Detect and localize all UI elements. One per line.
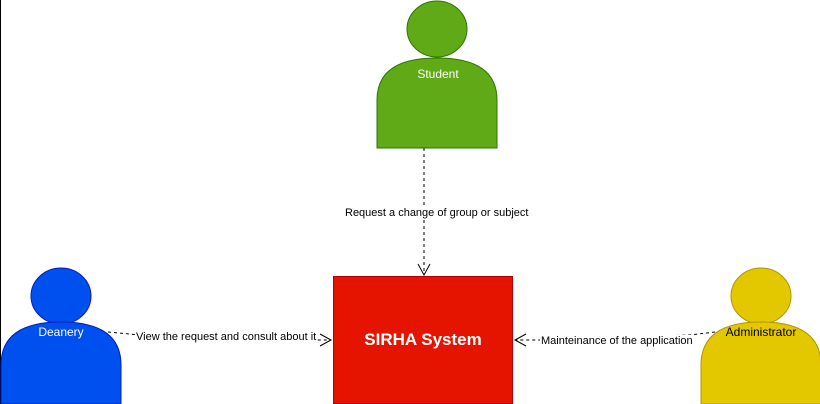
sirha-system-box[interactable]: SIRHA System: [333, 276, 513, 404]
arrowhead-icon: [417, 263, 431, 277]
actor-deanery-body: [0, 321, 122, 404]
edge-deanery-to-system: [107, 331, 333, 347]
edge-label-administrator: Mainteinance of the application: [540, 335, 694, 348]
actor-administrator-head: [730, 267, 792, 325]
actor-administrator-label: Administrator: [725, 325, 797, 339]
actor-student-label: Student: [417, 67, 459, 81]
actor-deanery-head: [30, 267, 92, 325]
actor-deanery-label: Deanery: [38, 325, 84, 339]
edge-label-deanery: View the request and consult about it: [135, 331, 318, 344]
left-border-line: [0, 0, 1, 404]
arrowhead-icon: [319, 333, 333, 347]
edge-label-student: Request a change of group or subject: [344, 207, 530, 220]
actor-student-head: [406, 0, 468, 58]
actor-deanery[interactable]: [0, 267, 122, 404]
edge-administrator-to-system: [513, 331, 716, 347]
system-title: SIRHA System: [364, 330, 482, 349]
actor-administrator[interactable]: [700, 267, 820, 404]
actor-student[interactable]: [376, 0, 498, 149]
arrowhead-icon: [513, 333, 527, 347]
actor-student-body: [376, 57, 498, 149]
